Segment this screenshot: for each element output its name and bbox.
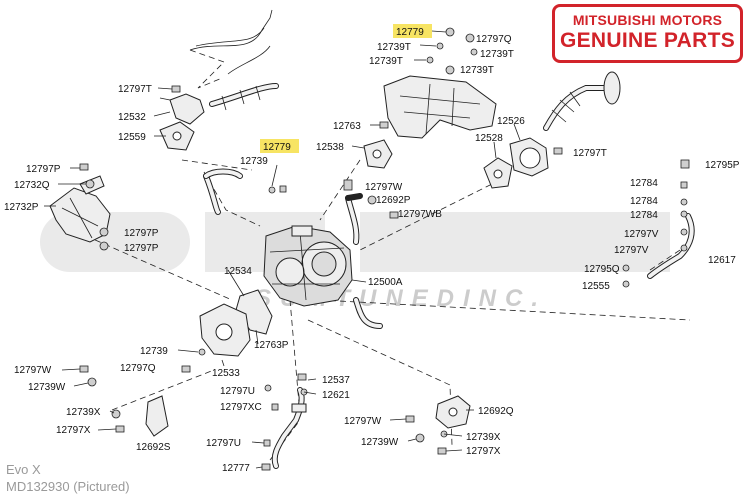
part-label: 12797P [124, 243, 159, 254]
part-label: 12797T [118, 84, 152, 95]
part-label: 12537 [322, 375, 350, 386]
part-label: 12797Q [476, 34, 512, 45]
part-label: 12739 [240, 156, 268, 167]
part-label: 12739X [466, 432, 501, 443]
part-label: 12739X [66, 407, 101, 418]
part-label: 12797P [26, 164, 61, 175]
part-label: 12797WB [398, 209, 442, 220]
water-pipe-12692p [345, 193, 363, 245]
gasket-12559 [159, 121, 195, 151]
part-label: 12797W [14, 365, 52, 376]
gasket-12528 [483, 157, 513, 189]
part-labels: 12779 12797Q 12739T 12739T 12739T 12739T… [4, 27, 740, 474]
part-label: 12621 [322, 390, 350, 401]
part-label: 12797U [206, 438, 241, 449]
part-label: 12779 [263, 142, 291, 153]
part-label: 12739W [28, 382, 66, 393]
part-label: 12532 [118, 112, 146, 123]
part-label: 12534 [224, 266, 252, 277]
part-label: 12763 [333, 121, 361, 132]
part-label: 12779 [396, 27, 424, 38]
part-label: 12763P [254, 340, 289, 351]
part-label: 12784 [630, 196, 658, 207]
part-label: 12555 [582, 281, 610, 292]
highlight-box-top [393, 24, 432, 38]
part-label: 12533 [212, 368, 240, 379]
part-label: 12797XC [220, 402, 262, 413]
turbo-intake-pipe [543, 71, 621, 131]
part-label: 12797P [124, 228, 159, 239]
part-label: 12797X [56, 425, 91, 436]
turbocharger-12500a [263, 225, 353, 307]
part-label: 12500A [368, 277, 403, 288]
part-label: 12739T [480, 49, 514, 60]
bracket-12692s [145, 395, 169, 437]
part-label: 12797X [466, 446, 501, 457]
model-caption: Evo X [6, 462, 41, 477]
part-label: 12797W [344, 416, 382, 427]
exhaust-housing-12533 [199, 303, 251, 357]
part-label: 12559 [118, 132, 146, 143]
oil-pipe-left [203, 168, 243, 215]
highlight-box-middle [260, 139, 299, 153]
part-label: 12797V [624, 229, 659, 240]
part-label: 12739T [377, 42, 411, 53]
part-label: 12797U [220, 386, 255, 397]
part-label: 12784 [630, 210, 658, 221]
part-label: 12797V [614, 245, 649, 256]
label-leaders [44, 30, 521, 469]
exhaust-manifold [383, 75, 497, 139]
part-label: 12528 [475, 133, 503, 144]
oil-pipe-12617 [647, 213, 695, 279]
part-label: 12692P [376, 195, 411, 206]
bracket-12692q [435, 395, 471, 429]
logo-line-2: GENUINE PARTS [559, 29, 736, 52]
part-number-caption: MD132930 (Pictured) [6, 479, 130, 494]
sensor-harness [189, 9, 273, 75]
part-label: 12538 [316, 142, 344, 153]
logo-line-1: MITSUBISHI MOTORS [572, 12, 723, 28]
part-label: 12797W [365, 182, 403, 193]
part-label: 12797Q [120, 363, 156, 374]
part-label: 12795P [705, 160, 740, 171]
oil-return-pipe [353, 297, 383, 329]
water-pipe-elbow-12532 [159, 93, 205, 125]
intake-hose [209, 83, 279, 111]
watermark-m-shape [360, 212, 670, 272]
part-label: 12739T [460, 65, 494, 76]
part-label: 12739T [369, 56, 403, 67]
water-pipe-12621 [271, 387, 307, 469]
part-label: 12795Q [584, 264, 620, 275]
part-label: 12526 [497, 116, 525, 127]
part-label: 12617 [708, 255, 736, 266]
part-label: 12692S [136, 442, 171, 453]
part-label: 12739W [361, 437, 399, 448]
part-label: 12797T [573, 148, 607, 159]
mitsubishi-genuine-parts-logo: MITSUBISHI MOTORS GENUINE PARTS [552, 4, 743, 63]
part-label: 12732Q [14, 180, 50, 191]
outlet-elbow-12526 [509, 137, 549, 177]
part-label: 12739 [140, 346, 168, 357]
part-label: 12784 [630, 178, 658, 189]
part-label: 12692Q [478, 406, 514, 417]
gasket-12538 [363, 139, 393, 169]
part-label: 12732P [4, 202, 39, 213]
part-label: 12777 [222, 463, 250, 474]
